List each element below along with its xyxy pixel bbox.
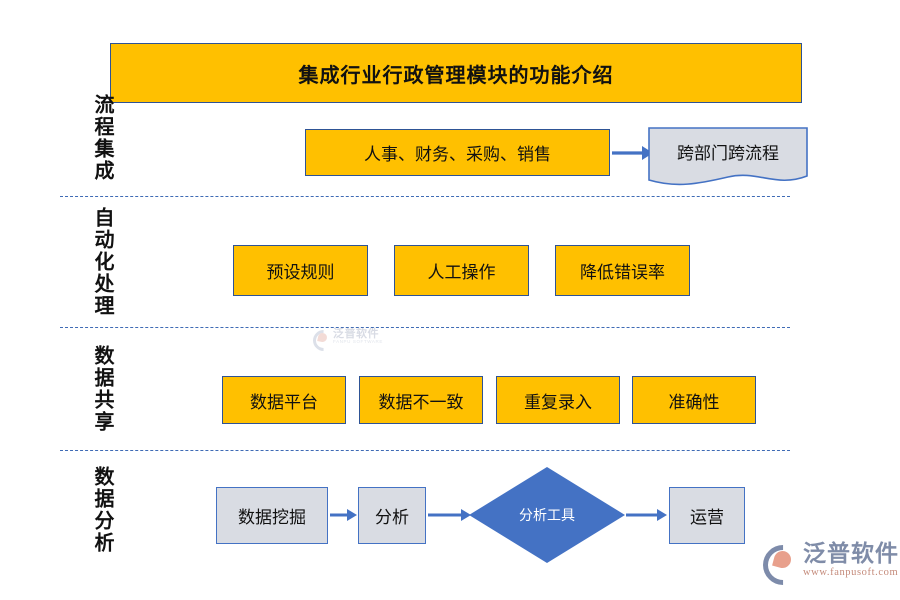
node-label: 降低错误率 xyxy=(580,263,665,282)
node-hr-finance-purchase-sales[interactable]: 人事、财务、采购、销售 xyxy=(305,129,610,176)
node-operations[interactable]: 运营 xyxy=(669,487,745,544)
node-label: 数据平台 xyxy=(250,392,318,412)
node-label: 重复录入 xyxy=(524,392,592,412)
node-label: 人事、财务、采购、销售 xyxy=(364,145,551,164)
node-analysis[interactable]: 分析 xyxy=(358,487,426,544)
node-label: 分析工具 xyxy=(519,509,575,524)
node-manual-operation[interactable]: 人工操作 xyxy=(394,245,529,296)
row-label-automation: 自动化处理 xyxy=(91,207,113,317)
diagram-title-box: 集成行业行政管理模块的功能介绍 xyxy=(110,43,802,103)
brand-name: 泛普软件 xyxy=(803,541,899,566)
node-cross-department-process[interactable]: 跨部门跨流程 xyxy=(648,127,808,189)
node-label: 运营 xyxy=(690,508,724,527)
node-preset-rules[interactable]: 预设规则 xyxy=(233,245,368,296)
node-data-inconsistency[interactable]: 数据不一致 xyxy=(359,376,483,424)
node-label: 数据挖掘 xyxy=(238,508,306,527)
node-label-wrap: 分析工具 xyxy=(468,466,626,564)
arrow-to-cross-department-icon xyxy=(612,143,654,163)
diagram-title-text: 集成行业行政管理模块的功能介绍 xyxy=(298,64,614,87)
node-duplicate-entry[interactable]: 重复录入 xyxy=(496,376,620,424)
node-analysis-tools[interactable]: 分析工具 xyxy=(468,466,626,564)
node-label-wrap: 跨部门跨流程 xyxy=(648,127,808,175)
row-label-data-analysis: 数据分析 xyxy=(91,466,113,554)
watermark-logo: 泛普软件 FANPU SOFTWARE xyxy=(308,325,403,355)
row-label-process-integration: 流程集成 xyxy=(91,94,113,182)
node-accuracy[interactable]: 准确性 xyxy=(632,376,756,424)
brand-url: www.fanpusoft.com xyxy=(803,567,899,578)
node-reduce-error-rate[interactable]: 降低错误率 xyxy=(555,245,690,296)
arrow-mining-to-analysis-icon xyxy=(330,506,358,524)
arrow-tools-to-operations-icon xyxy=(626,506,668,524)
divider-1 xyxy=(60,196,790,197)
node-data-mining[interactable]: 数据挖掘 xyxy=(216,487,328,544)
arrow-analysis-to-tools-icon xyxy=(428,506,472,524)
brand-mark-icon xyxy=(754,536,812,594)
watermark-mark-icon xyxy=(308,325,339,355)
node-label: 人工操作 xyxy=(427,263,496,282)
node-label: 准确性 xyxy=(668,392,720,412)
node-label: 分析 xyxy=(375,508,409,527)
brand-logo: 泛普软件 www.fanpusoft.com xyxy=(754,536,899,594)
node-label: 预设规则 xyxy=(266,263,335,282)
divider-3 xyxy=(60,450,790,451)
row-label-data-sharing: 数据共享 xyxy=(91,345,113,433)
node-label: 数据不一致 xyxy=(378,392,464,412)
watermark-brand: 泛普软件 xyxy=(333,328,379,341)
watermark-sub: FANPU SOFTWARE xyxy=(333,339,383,345)
node-label: 跨部门跨流程 xyxy=(677,143,779,163)
divider-2 xyxy=(60,327,790,328)
node-data-platform[interactable]: 数据平台 xyxy=(222,376,346,424)
